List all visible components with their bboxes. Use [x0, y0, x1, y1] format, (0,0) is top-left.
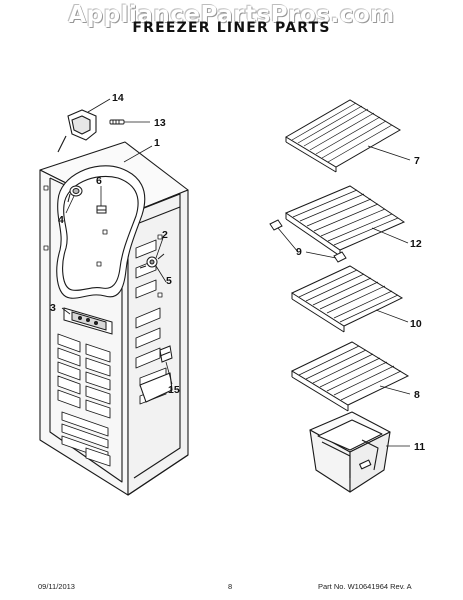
callout-6: 6 [96, 175, 102, 187]
callout-7: 7 [414, 155, 420, 167]
freezer-liner [39, 141, 189, 496]
callout-11: 11 [414, 441, 425, 453]
callout-12: 12 [410, 238, 422, 250]
callout-1: 1 [154, 137, 160, 149]
callout-4: 4 [58, 214, 64, 226]
shelf-bracket [159, 345, 173, 363]
callout-3: 3 [50, 302, 56, 314]
damper-assembly [139, 253, 165, 269]
callout-labels: 14 13 1 6 4 2 5 3 15 7 12 9 10 8 11 [50, 92, 425, 453]
freezer-bin [309, 411, 391, 493]
hinge-bracket [57, 109, 97, 153]
callout-2: 2 [162, 229, 168, 241]
light-socket [67, 185, 83, 203]
wire-shelf-12 [284, 185, 406, 257]
control-panel [63, 307, 113, 335]
callout-10: 10 [410, 318, 422, 330]
footer-part-number: Part No. W10641964 Rev. A [318, 582, 412, 591]
callout-8: 8 [414, 389, 420, 401]
screw [109, 119, 125, 125]
clip [96, 205, 107, 214]
wire-shelf-10 [290, 265, 404, 333]
callout-9: 9 [296, 246, 302, 258]
wire-shelf-7 [285, 99, 401, 173]
watermark: AppliancePartsPros.com [68, 2, 395, 28]
wire-shelf-8 [290, 341, 410, 412]
footer-page-number: 8 [228, 582, 233, 591]
callout-5: 5 [166, 275, 172, 287]
callout-14: 14 [112, 92, 124, 104]
callout-13: 13 [154, 117, 166, 129]
leader-lines [61, 98, 411, 447]
callout-15: 15 [168, 384, 180, 396]
shelf-support [269, 219, 347, 263]
footer-date: 09/11/2013 [38, 582, 75, 591]
page-title: FREEZER LINER PARTS [132, 20, 331, 36]
